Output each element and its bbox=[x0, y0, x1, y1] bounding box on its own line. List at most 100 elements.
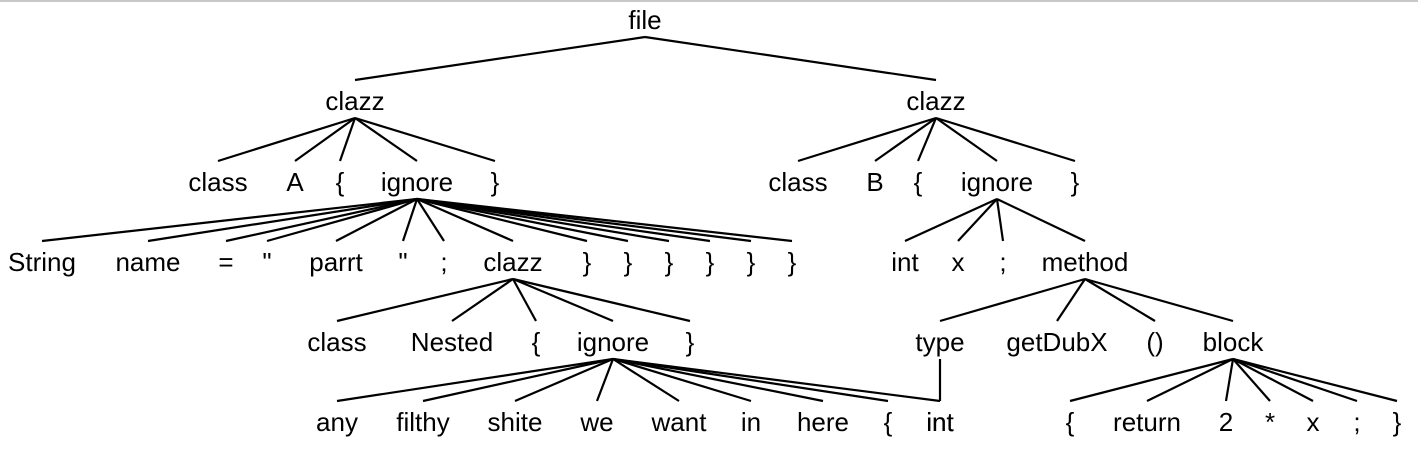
tree-edge bbox=[612, 357, 889, 403]
tree-node-lbrace: { bbox=[532, 327, 541, 357]
tree-edge bbox=[1232, 358, 1314, 402]
tree-edge bbox=[916, 117, 938, 162]
tree-edge bbox=[266, 197, 418, 243]
tree-node-class: class bbox=[768, 167, 827, 197]
tree-edge bbox=[1146, 358, 1234, 402]
tree-edge bbox=[294, 117, 356, 162]
tree-node-string: String bbox=[8, 247, 76, 277]
tree-edge bbox=[1069, 357, 1234, 403]
tree-edge bbox=[1056, 278, 1086, 322]
tree-node-want: want bbox=[651, 407, 708, 437]
tree-node-2: 2 bbox=[1219, 407, 1233, 437]
tree-node-file: file bbox=[628, 5, 661, 35]
tree-node-a: A bbox=[286, 167, 304, 197]
tree-edge bbox=[422, 357, 614, 403]
tree-edge bbox=[935, 116, 1076, 163]
tree-edge bbox=[939, 277, 1086, 323]
tree-edge bbox=[336, 277, 514, 323]
tree-edge bbox=[416, 197, 629, 243]
tree-node-block: block bbox=[1203, 327, 1265, 357]
tree-node-x: x bbox=[1307, 407, 1320, 437]
tree-node-class: class bbox=[188, 167, 247, 197]
tree-node-class: class bbox=[307, 327, 366, 357]
tree-node-lbrace: { bbox=[914, 167, 923, 197]
tree-edge bbox=[41, 197, 418, 243]
tree-node-parens: () bbox=[1146, 327, 1163, 357]
tree-node-shite: shite bbox=[488, 407, 543, 437]
tree-node-semicolon: ; bbox=[440, 247, 447, 277]
tree-node-method: method bbox=[1042, 247, 1129, 277]
tree-node-b: B bbox=[866, 167, 883, 197]
tree-node-rbrace: } bbox=[583, 247, 592, 277]
tree-node-equals: = bbox=[218, 247, 233, 277]
tree-node-getdubx: getDubX bbox=[1006, 327, 1107, 357]
tree-edge bbox=[1084, 277, 1234, 323]
tree-edge bbox=[416, 197, 514, 243]
tree-edge bbox=[1084, 278, 1156, 322]
tree-node-rbrace: } bbox=[706, 247, 715, 277]
tree-edge bbox=[147, 197, 418, 243]
tree-edge bbox=[416, 197, 588, 243]
tree-edge bbox=[996, 198, 1086, 242]
tree-node-name: name bbox=[115, 247, 180, 277]
tree-node-clazz: clazz bbox=[906, 86, 965, 116]
tree-edge bbox=[416, 198, 445, 242]
tree-node-any: any bbox=[316, 407, 358, 437]
tree-node-lbrace: { bbox=[884, 407, 893, 437]
tree-edge bbox=[225, 197, 418, 243]
tree-edge bbox=[401, 198, 419, 242]
tree-edge bbox=[1232, 358, 1271, 402]
tree-edge bbox=[336, 357, 614, 403]
tree-node-quote: " bbox=[398, 247, 407, 277]
tree-edge bbox=[512, 277, 614, 323]
tree-node-int: int bbox=[926, 407, 954, 437]
tree-node-star: * bbox=[1265, 407, 1275, 437]
tree-edge bbox=[904, 197, 998, 243]
tree-node-lbrace: { bbox=[1066, 407, 1075, 437]
tree-node-ignore: ignore bbox=[961, 167, 1033, 197]
tree-node-nested: Nested bbox=[411, 327, 493, 357]
tree-edge bbox=[957, 198, 998, 242]
tree-edge bbox=[874, 117, 937, 162]
tree-node-semicolon: ; bbox=[999, 247, 1006, 277]
tree-node-rbrace: } bbox=[1071, 167, 1080, 197]
tree-edge bbox=[644, 35, 937, 82]
tree-edge bbox=[354, 35, 646, 82]
tree-node-rbrace: } bbox=[624, 247, 633, 277]
tree-edge bbox=[416, 197, 793, 243]
tree-edge bbox=[612, 357, 941, 403]
tree-node-rbrace: } bbox=[491, 167, 500, 197]
tree-node-filthy: filthy bbox=[396, 407, 449, 437]
tree-node-rbrace: } bbox=[1393, 407, 1402, 437]
tree-edge bbox=[512, 277, 691, 323]
tree-edge bbox=[1232, 357, 1358, 403]
tree-node-int: int bbox=[926, 407, 954, 437]
tree-node-return: return bbox=[1113, 407, 1181, 437]
tree-node-rbrace: } bbox=[665, 247, 674, 277]
tree-node-ignore: ignore bbox=[577, 327, 649, 357]
tree-node-semicolon: ; bbox=[1353, 407, 1360, 437]
tree-edge bbox=[995, 198, 1005, 242]
tree-edge bbox=[1232, 357, 1398, 403]
tree-node-lbrace: { bbox=[336, 167, 345, 197]
tree-node-we: we bbox=[579, 407, 613, 437]
tree-node-in: in bbox=[741, 407, 761, 437]
tree-edge bbox=[217, 116, 356, 163]
tree-edge bbox=[512, 278, 537, 322]
tree-node-rbrace: } bbox=[747, 247, 756, 277]
tree-node-clazz: clazz bbox=[483, 247, 542, 277]
tree-edge bbox=[612, 358, 680, 402]
tree-node-quote: " bbox=[262, 247, 271, 277]
tree-edge bbox=[612, 357, 752, 403]
tree-edge bbox=[514, 357, 614, 403]
tree-node-here: here bbox=[797, 407, 849, 437]
tree-node-rbrace: } bbox=[788, 247, 797, 277]
tree-edge bbox=[354, 117, 418, 162]
tree-edge bbox=[595, 358, 615, 402]
tree-node-int: int bbox=[891, 247, 919, 277]
tree-node-type: type bbox=[915, 327, 964, 357]
tree-node-rbrace: } bbox=[686, 327, 695, 357]
tree-edge bbox=[612, 357, 824, 403]
tree-node-x: x bbox=[952, 247, 965, 277]
